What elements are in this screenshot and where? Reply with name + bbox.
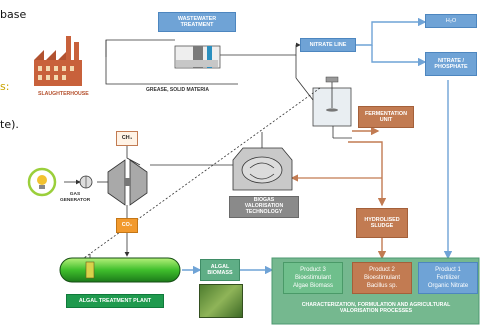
biogas-digester-icon [232, 140, 293, 191]
fermentation-unit-box: FERMENTATION UNIT [358, 106, 414, 128]
product-2-line1: Bioestimulant [363, 275, 401, 281]
algal-biomass-box: ALGAL BIOMASS [200, 259, 240, 281]
product-2-box: Product 2 Bioestimulant Bacillus sp. [352, 262, 412, 294]
slaughterhouse-icon [34, 36, 82, 86]
product-3-title: Product 3 [300, 267, 326, 273]
characterization-label: CHARACTERIZATION, FORMULATION AND AGRICU… [301, 302, 451, 314]
product-2-title: Product 2 [369, 267, 395, 273]
product-3-box: Product 3 Bioestimulant Algae Biomass [283, 262, 343, 294]
edge-text-3: te). [0, 118, 19, 131]
edge-text-2: s: [0, 80, 10, 93]
gas-turbine-icon [97, 159, 148, 206]
ch4-box: CH₄ [116, 131, 138, 146]
algal-biomass-photo [199, 284, 243, 318]
product-3-line2: Algae Biomass [292, 283, 334, 289]
product-1-title: Product 1 [435, 267, 461, 273]
edge-text-1: base [0, 8, 27, 21]
algal-treatment-plant-box: ALGAL TREATMENT PLANT [66, 294, 164, 308]
hydrolised-sludge-box: HYDROLISED SLUDGE [356, 208, 408, 238]
algal-photobioreactor [59, 254, 181, 283]
product-1-line1: Fertilizer [436, 275, 460, 281]
product-1-line2: Organic Nitrate [427, 283, 469, 289]
product-3-line1: Bioestimulant [294, 275, 332, 281]
grease-label: GREASE, SOLID MATERIA [146, 87, 209, 93]
product-1-box: Product 1 Fertilizer Organic Nitrate [418, 262, 478, 294]
co2-box: CO₂ [116, 218, 138, 233]
product-2-line2: Bacillus sp. [366, 283, 398, 289]
h2o-box: H₂O [425, 14, 477, 28]
nitrate-line-box: NITRATE LINE [300, 38, 356, 52]
wastewater-treatment-box: WASTEWATER TREATMENT [158, 12, 236, 32]
wastewater-tank [174, 45, 221, 69]
biogas-valorisation-box: BIOGAS VALORISATION TECHNOLOGY [229, 196, 299, 218]
light-bulb-icon [27, 167, 57, 197]
nitrate-phosphate-box: NITRATE / PHOSPHATE [425, 52, 477, 76]
gas-generator-icon [79, 175, 93, 189]
gas-generator-label: GAS GENERATOR [60, 192, 91, 203]
fermentation-reactor-icon [312, 76, 352, 127]
slaughterhouse-label: SLAUGHTERHOUSE [38, 91, 89, 97]
